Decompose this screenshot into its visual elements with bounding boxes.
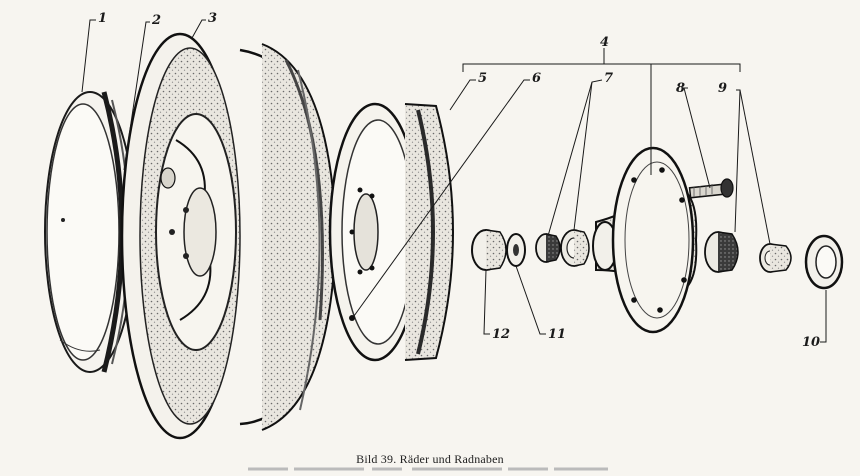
callout-4: 4 [600,35,609,50]
hub-cap-part [44,91,136,373]
callout-11: 11 [548,327,566,342]
callout-1: 1 [98,11,107,26]
brake-drum-part [328,102,454,362]
callout-9: 9 [718,81,727,96]
grease-seal-part [804,234,844,290]
callout-5: 5 [478,71,487,86]
callout-12: 12 [492,327,510,342]
callout-2: 2 [151,13,161,28]
wheel-bolt-part [688,178,734,199]
axle-nut-part [506,233,526,267]
grease-cap-part [471,229,507,271]
callout-8: 8 [676,81,685,96]
figure-caption: Bild 39. Räder und Radnaben [356,452,504,466]
outer-bearing-part [535,229,590,267]
wheel-rim-part [120,32,338,440]
illegible-caption-line [248,467,608,471]
wheel-hub-part [592,146,698,334]
inner-bearing-part [704,231,792,273]
leader-lines [81,19,827,343]
callout-6: 6 [532,71,541,86]
callout-3: 3 [208,11,217,26]
callout-10: 10 [802,335,820,350]
callout-7: 7 [604,71,613,86]
